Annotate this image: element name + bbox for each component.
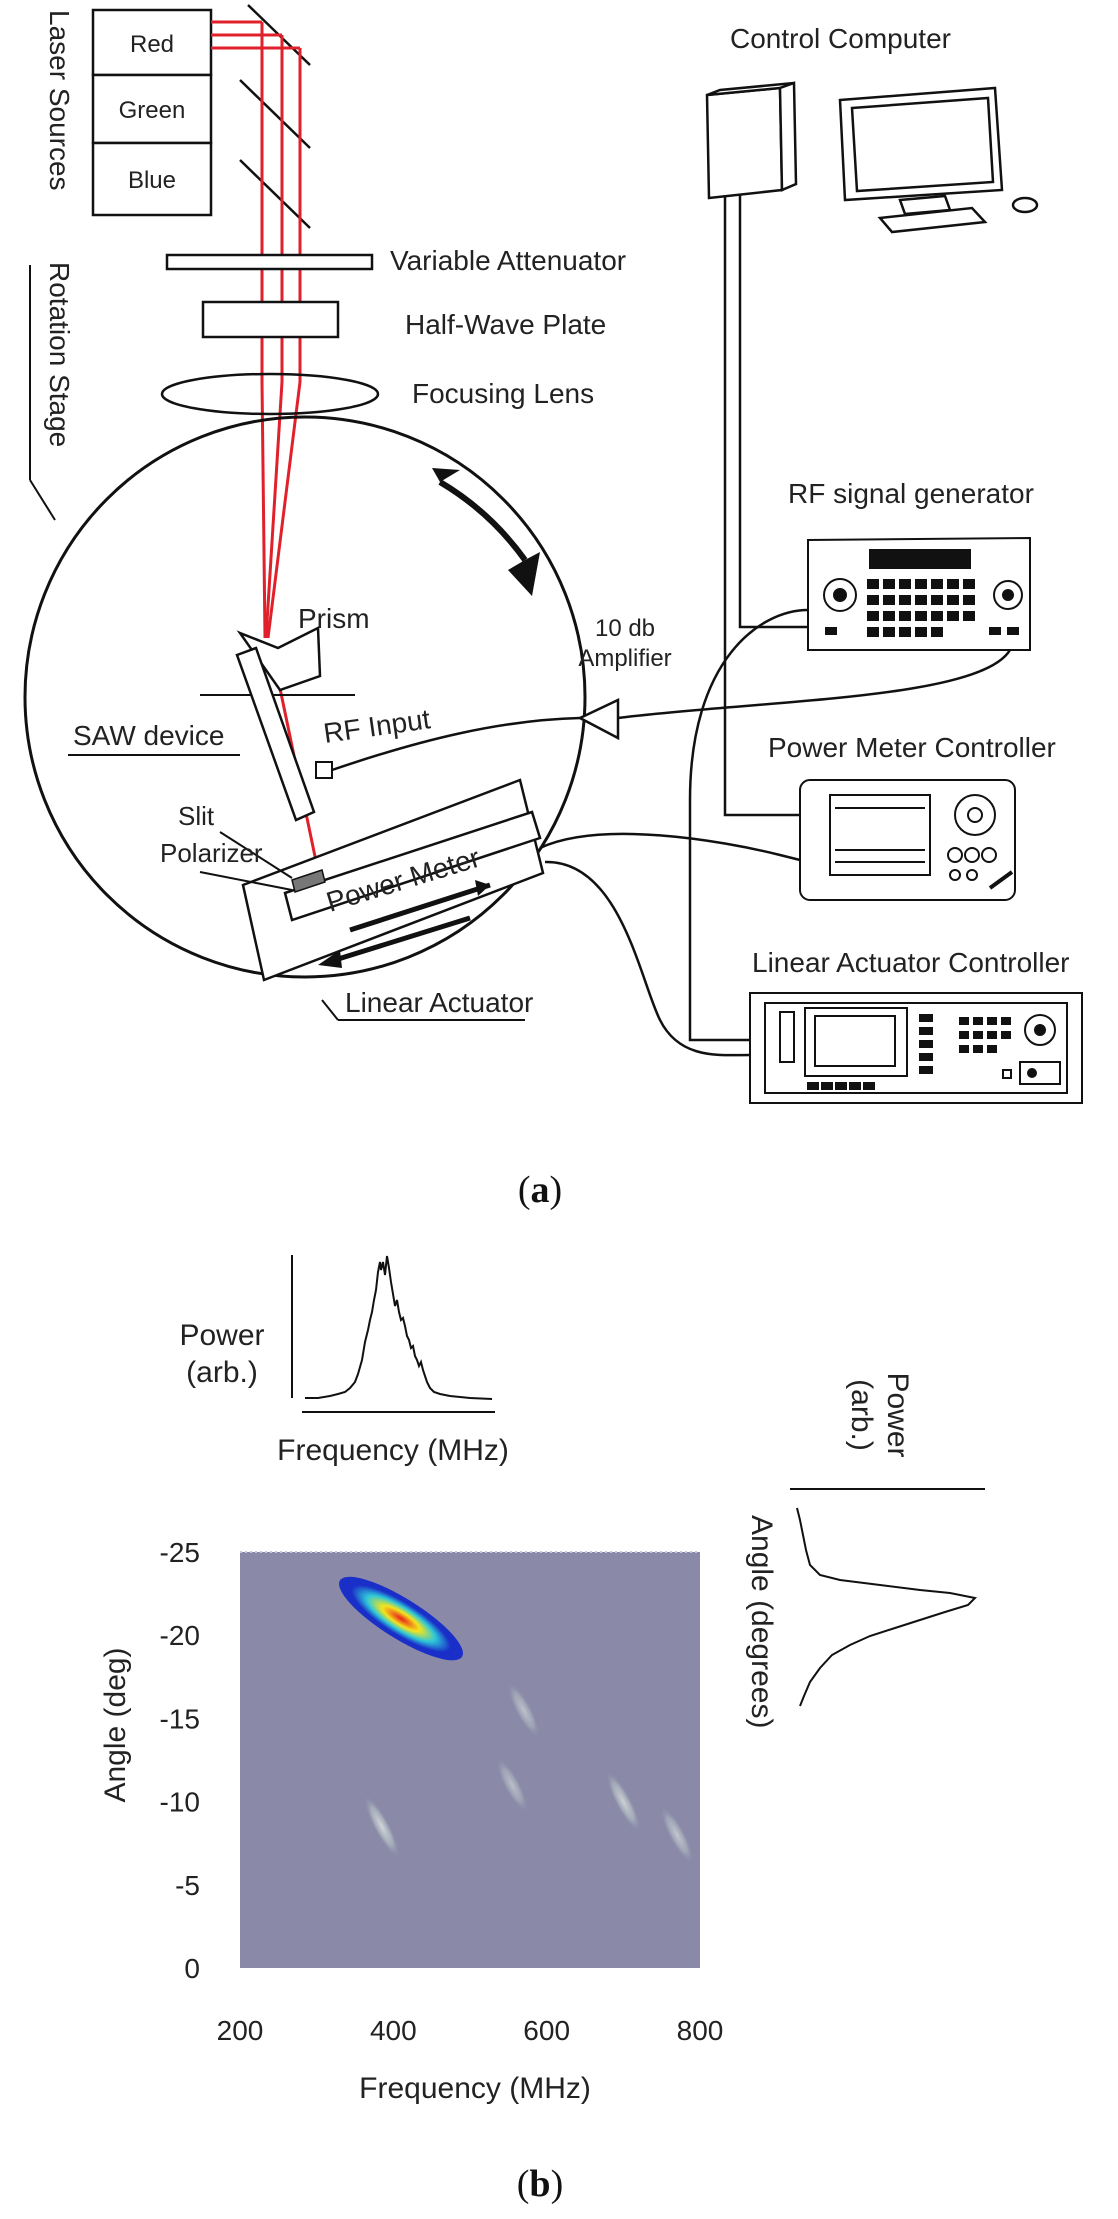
side-inset-label-2: (arb.) xyxy=(845,1379,878,1451)
variable-attenuator-plate xyxy=(165,253,374,271)
linear-actuator-label: Linear Actuator xyxy=(345,987,533,1018)
top-inset-xlabel: Frequency (MHz) xyxy=(277,1434,509,1467)
control-computer-label: Control Computer xyxy=(730,23,951,54)
amplifier-label-2: Amplifier xyxy=(578,645,671,672)
half-wave-plate xyxy=(201,300,340,339)
variable-attenuator-label: Variable Attenuator xyxy=(390,245,626,276)
rf-input-label: RF Input xyxy=(322,703,433,749)
blue-laser-box xyxy=(91,141,213,217)
panel-a-caption: (a) xyxy=(518,1169,562,1211)
y-axis-label: Angle (deg) xyxy=(99,1647,132,1802)
y-tick-label: -25 xyxy=(160,1537,200,1568)
heatmap-hotspot-6 xyxy=(496,1757,529,1813)
polarizer-label: Polarizer xyxy=(160,838,263,868)
heatmap-background xyxy=(240,1552,700,1968)
linear-actuator-controller-label: Linear Actuator Controller xyxy=(752,947,1070,978)
power-meter-controller-icon xyxy=(799,779,1016,901)
panel-b-chart: Power (arb.) Frequency (MHz) Power (arb.… xyxy=(99,1255,985,2205)
power-meter-shape xyxy=(283,810,542,922)
red-laser-box xyxy=(91,8,213,77)
laser-beams xyxy=(211,20,324,891)
actuator-arrow-bottom xyxy=(334,915,471,963)
heatmap-hotspot-4 xyxy=(660,1806,694,1864)
x-tick-label: 200 xyxy=(217,2015,264,2046)
heatmap-hotspot-5 xyxy=(507,1682,540,1738)
side-inset-label-1: Power xyxy=(881,1372,914,1457)
linear-actuator-controller-icon xyxy=(749,992,1083,1104)
control-computer-icon xyxy=(705,81,1039,234)
power-meter-controller-label: Power Meter Controller xyxy=(768,732,1056,763)
rotation-arrow xyxy=(438,479,528,562)
prism-shape xyxy=(236,626,322,692)
slit-polarizer xyxy=(291,869,326,893)
slit-label: Slit xyxy=(178,801,215,831)
x-tick-label: 800 xyxy=(677,2015,724,2046)
heatmap-hotspot-1 xyxy=(339,1576,463,1661)
x-axis: 200 400 600 800 xyxy=(217,2015,724,2046)
rf-signal-generator-icon xyxy=(807,536,1031,651)
heatmap xyxy=(240,1551,700,1968)
panel-a-diagram: Red Green Blue Laser Sources Variable At xyxy=(23,4,1083,1211)
y-tick-label: -20 xyxy=(160,1620,200,1651)
side-inset: Power (arb.) Angle (degrees) xyxy=(745,1372,985,1728)
rf-cable xyxy=(331,716,581,772)
amplifier-triangle xyxy=(577,698,620,741)
rotation-stage-circle xyxy=(23,415,587,979)
prism-label: Prism xyxy=(298,603,370,634)
x-axis-label: Frequency (MHz) xyxy=(359,2072,591,2105)
side-inset-axis-label: Angle (degrees) xyxy=(745,1515,778,1728)
top-inset-ylabel-1: Power xyxy=(179,1319,264,1352)
side-inset-curve xyxy=(796,1507,978,1707)
green-laser-box xyxy=(91,73,213,145)
y-axis: -25 -20 -15 -10 -5 0 xyxy=(160,1537,200,1984)
heatmap-hotspot-3 xyxy=(605,1771,641,1832)
rf-input-port xyxy=(315,761,333,779)
rotation-stage-label: Rotation Stage xyxy=(44,262,75,447)
blue-label: Blue xyxy=(128,167,176,194)
laser-sources xyxy=(91,8,213,217)
y-tick-label: -5 xyxy=(175,1870,200,1901)
green-label: Green xyxy=(119,97,186,124)
amplifier-label-1: 10 db xyxy=(595,615,655,642)
panel-b-caption: (b) xyxy=(517,2163,563,2205)
focusing-lens-label: Focusing Lens xyxy=(412,378,594,409)
y-tick-label: 0 xyxy=(184,1953,200,1984)
actuator-arrow-top xyxy=(349,882,491,933)
rf-signal-generator-label: RF signal generator xyxy=(788,478,1034,509)
red-label: Red xyxy=(130,31,174,58)
top-inset: Power (arb.) Frequency (MHz) xyxy=(179,1255,509,1467)
laser-sources-title: Laser Sources xyxy=(44,10,75,191)
top-inset-ylabel-2: (arb.) xyxy=(186,1356,258,1389)
cables xyxy=(539,195,809,1057)
focusing-lens-shape xyxy=(160,372,380,416)
top-inset-curve xyxy=(305,1255,493,1400)
saw-device-label: SAW device xyxy=(73,720,224,751)
saw-device-shape xyxy=(235,646,316,822)
x-tick-label: 600 xyxy=(523,2015,570,2046)
y-tick-label: -15 xyxy=(160,1703,200,1734)
heatmap-hotspot-2 xyxy=(363,1795,400,1858)
half-wave-plate-label: Half-Wave Plate xyxy=(405,309,606,340)
x-tick-label: 400 xyxy=(370,2015,417,2046)
y-tick-label: -10 xyxy=(160,1787,200,1818)
